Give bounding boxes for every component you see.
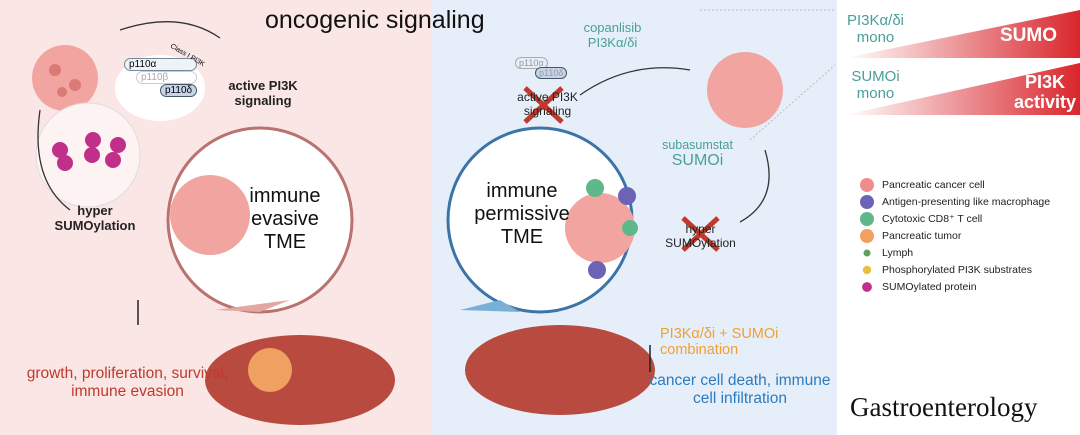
p110d-label: p110δ: [160, 84, 198, 97]
journal-logo: Gastroenterology: [850, 392, 1038, 422]
legend-label: Cytotoxic CD8⁺ T cell: [882, 212, 983, 225]
tumor-cluster-icon: [170, 175, 250, 255]
t-cell-icon: [622, 220, 638, 236]
pancreatic-cancer-cell-icon: [860, 177, 874, 192]
left-outcome-text: growth, proliferation, survival, immune …: [26, 365, 229, 400]
mid-outcome-text: cancer cell death, immune cell infiltrat…: [649, 372, 831, 407]
legend-label: Lymph: [882, 246, 914, 259]
phospho-substrate-icon: [862, 265, 872, 274]
pi3k-mono-label: PI3Kα/δi mono: [846, 12, 905, 46]
t-cell-icon: [860, 211, 874, 226]
blocked-sumo-label: hyper SUMOylation: [665, 222, 736, 250]
lymph-icon: [863, 249, 871, 256]
tumor-cluster-icon-mid: [565, 193, 635, 263]
legend: Pancreatic cancer cell Antigen-presentin…: [860, 176, 1050, 295]
drug1-class: PI3Kα/δi: [587, 35, 638, 50]
cancer-cell-cluster-icon: [32, 45, 98, 111]
legend-item: Pancreatic cancer cell: [860, 176, 1050, 193]
combination-label: PI3Kα/δi + SUMOi combination: [660, 326, 779, 358]
p110d-blocked: p110δ: [535, 67, 568, 79]
sumoylated-protein-icon: [52, 132, 126, 171]
pancreas-illustration-mid: [465, 325, 655, 415]
drug2-class: SUMOi: [671, 152, 724, 169]
sumoi-mono-label: SUMOi mono: [851, 68, 900, 102]
arrow-to-active-pi3k: [119, 21, 221, 39]
figure-title: oncogenic signaling: [265, 6, 485, 34]
blocked-pi3k-label: active PI3K signaling: [517, 90, 578, 118]
macrophage-icon: [618, 187, 636, 205]
sumo-wedge: [845, 10, 1080, 58]
drug1-name: copanlisib: [583, 20, 642, 35]
zoom-cone: [215, 300, 290, 312]
zoom-cone-mid: [460, 300, 520, 312]
p110b-label: p110β: [136, 71, 198, 84]
legend-item: SUMOylated protein: [860, 278, 1050, 295]
dotted-link-2: [749, 64, 836, 141]
arrow-to-blocked-pi3k: [579, 67, 691, 96]
p110a-blocked: p110α: [515, 57, 548, 69]
hyper-sumoylation-label: hyper SUMOylation: [54, 203, 136, 233]
tme-evasive-label: immune evasive TME: [249, 185, 321, 253]
legend-label: Pancreatic tumor: [882, 229, 962, 242]
pancreatic-tumor-icon: [860, 228, 874, 243]
legend-label: Pancreatic cancer cell: [882, 178, 985, 191]
pancreatic-tumor-icon: [248, 348, 292, 392]
p110a-label: p110α: [124, 58, 198, 71]
legend-label: Antigen-presenting like macrophage: [882, 195, 1051, 208]
cancer-cell-cluster-icon-mid: [707, 52, 783, 128]
blocked-cross-icon: [523, 86, 720, 252]
pi3k-activity-wedge-label: PI3K activity: [1013, 72, 1077, 112]
legend-item: Pancreatic tumor: [860, 227, 1050, 244]
legend-label: Phosphorylated PI3K substrates: [882, 263, 1033, 276]
legend-item: Lymph: [860, 244, 1050, 261]
macrophage-icon: [860, 194, 874, 209]
sumo-wedge-label: SUMO: [1000, 25, 1057, 46]
arrow-to-hyper-sumoylation: [37, 109, 71, 211]
legend-label: SUMOylated protein: [882, 280, 977, 293]
sumoylated-protein-icon: [862, 281, 872, 292]
pi3k-isoforms: p110α p110β p110δ: [124, 58, 198, 97]
arrow-to-blocked-sumo: [739, 149, 770, 223]
active-pi3k-label: active PI3K signaling: [228, 78, 298, 108]
legend-item: Cytotoxic CD8⁺ T cell: [860, 210, 1050, 227]
pi3k-activity-wedge: [845, 63, 1080, 115]
tme-permissive-label: immune permissive TME: [474, 180, 570, 248]
legend-item: Phosphorylated PI3K substrates: [860, 261, 1050, 278]
macrophage-icon: [588, 261, 606, 279]
legend-item: Antigen-presenting like macrophage: [860, 193, 1050, 210]
drug2-name: subasumstat: [662, 138, 733, 152]
t-cell-icon: [586, 179, 604, 197]
